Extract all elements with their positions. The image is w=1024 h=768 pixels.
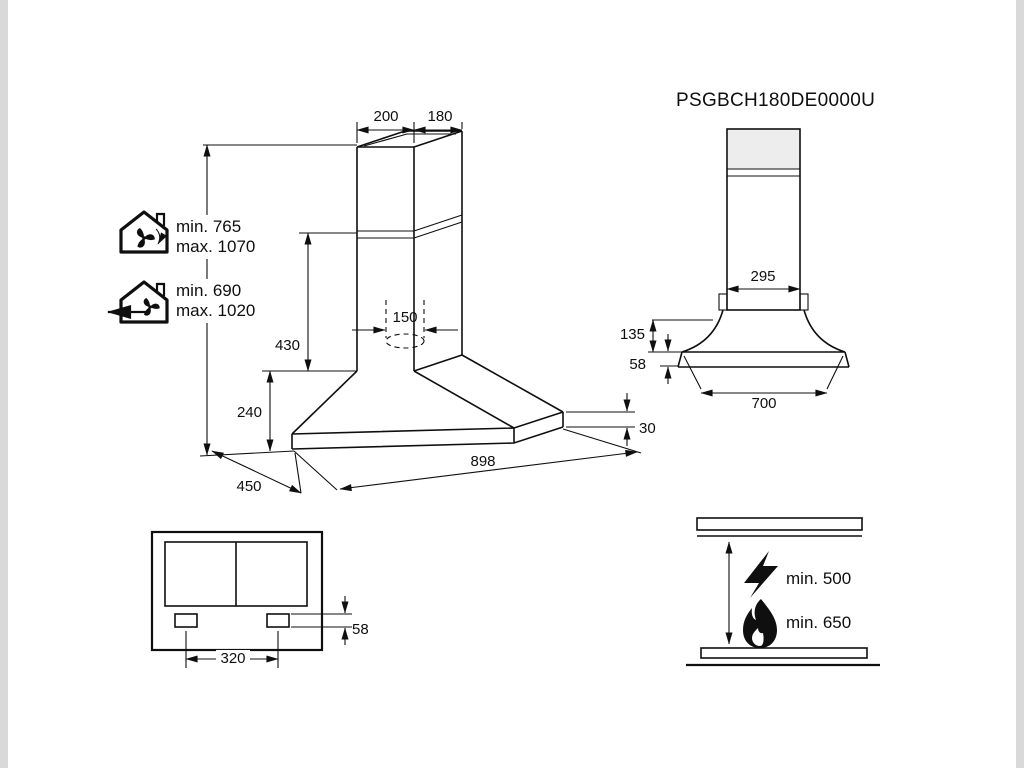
mounting-bracket-right <box>799 293 809 311</box>
extraction-house-icon <box>106 280 169 324</box>
lightning-icon <box>744 551 778 598</box>
lamp-right <box>266 613 290 628</box>
hood-underside-bar <box>696 517 863 531</box>
dim-recirculation-min: min. 765 <box>176 217 241 236</box>
hob-bar <box>700 647 868 659</box>
dim-extraction-max: max. 1020 <box>176 301 255 320</box>
dim-base-width: 700 <box>751 395 776 412</box>
dim-recirculation-max: max. 1070 <box>176 237 255 256</box>
dim-line-450 <box>211 450 302 494</box>
bottom-view: 320 58 <box>150 530 369 668</box>
dim-hood-depth: 450 <box>236 478 261 495</box>
dim-lamp-spacing: 320 <box>220 650 245 667</box>
dim-canopy-height: 135 <box>620 326 645 343</box>
model-number: PSGBCH180DE0000U <box>676 90 875 111</box>
left-edge-bar <box>0 0 8 768</box>
side-view: 295 135 58 700 <box>620 128 850 412</box>
dim-chimney-top-width: 200 <box>373 108 398 125</box>
dim-line-898 <box>339 449 638 492</box>
dim-chimney-top-depth: 180 <box>427 108 452 125</box>
dim-rim-height: 30 <box>639 420 656 437</box>
clearance-electric-label: min. 500 <box>786 569 851 588</box>
dim-hood-body-height: 240 <box>237 404 262 421</box>
clearance-gas-label: min. 650 <box>786 613 851 632</box>
recirculation-house-icon <box>119 210 169 254</box>
duct-outline-dashed <box>385 300 425 338</box>
dim-lower-chimney-height: 430 <box>275 337 300 354</box>
dim-duct-diameter: 150 <box>392 309 417 326</box>
dim-extraction-min: min. 690 <box>176 281 241 300</box>
lamp-left <box>174 613 198 628</box>
dim-side-chimney-width: 295 <box>750 268 775 285</box>
dim-lamp-height: 58 <box>352 621 369 638</box>
dim-hood-width: 898 <box>470 453 495 470</box>
mounting-bracket-left <box>718 293 728 311</box>
front-view: 200 180 min. 765 max. 1070 min. 690 max.… <box>106 108 656 495</box>
right-edge-bar <box>1016 0 1024 768</box>
clearance-view: min. 500 min. 650 <box>686 517 880 667</box>
dim-side-rim-height: 58 <box>629 356 646 373</box>
flame-icon <box>743 599 777 648</box>
